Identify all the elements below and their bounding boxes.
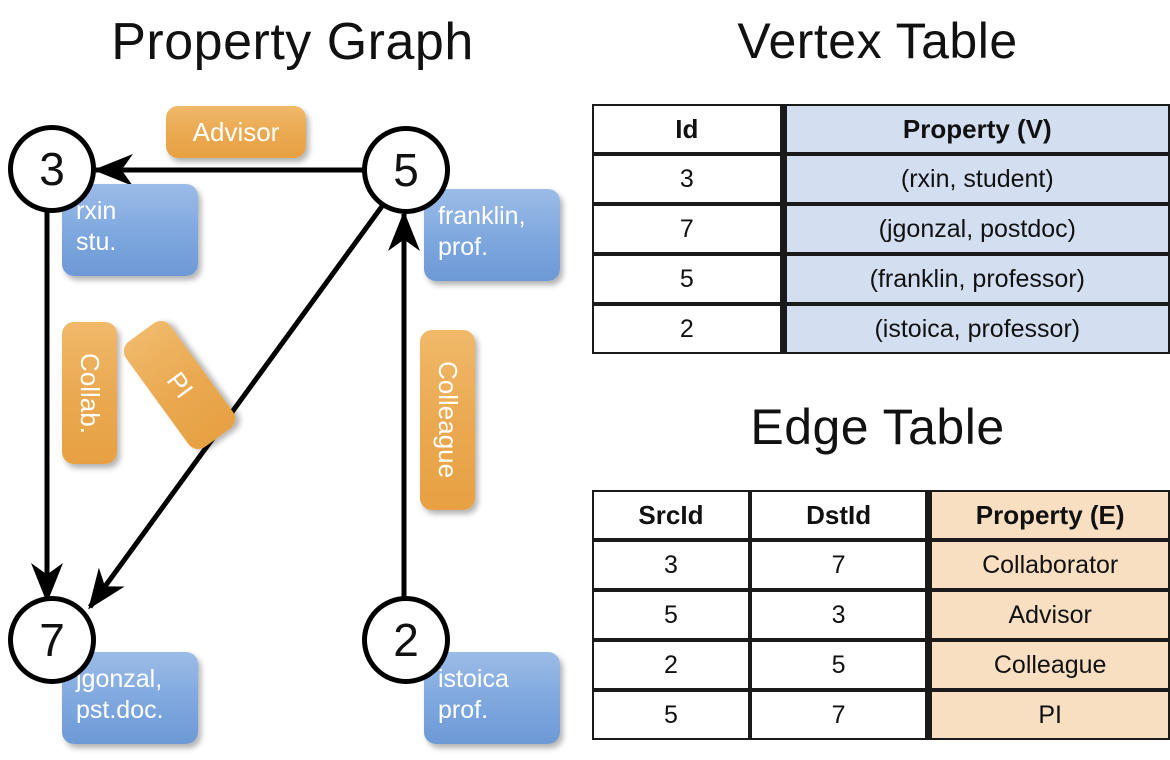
- edge-table-cell-dstid: 7: [749, 690, 928, 740]
- edge-label-collab: Collab.: [62, 322, 117, 464]
- edge-table-cell-srcid: 5: [592, 590, 750, 640]
- graph-node-3-label: 3: [39, 143, 65, 195]
- edge-table-cell-property: Colleague: [927, 640, 1170, 690]
- table-row: 3 7 Collaborator: [592, 540, 1170, 590]
- table-row: 3 (rxin, student): [592, 154, 1170, 204]
- vertex-table-cell-id: 7: [592, 204, 782, 254]
- edge-table-cell-property: PI: [927, 690, 1170, 740]
- vertex-table-cell-id: 5: [592, 254, 782, 304]
- edge-table-cell-srcid: 2: [592, 640, 750, 690]
- graph-node-3[interactable]: 3: [8, 125, 96, 213]
- edge-table-cell-dstid: 7: [749, 540, 928, 590]
- page-title-edge-table: Edge Table: [750, 399, 1005, 455]
- vertex-property-box-7-line2: pst.doc.: [76, 696, 164, 724]
- edge-table-cell-property: Collaborator: [927, 540, 1170, 590]
- vertex-table-cell-property: (istoica, professor): [781, 304, 1170, 354]
- edge-table: SrcId DstId Property (E) 3 7 Collaborato…: [592, 490, 1170, 740]
- edge-label-collab-text: Collab.: [75, 352, 105, 434]
- table-row: 7 (jgonzal, postdoc): [592, 204, 1170, 254]
- vertex-property-box-5-line2: prof.: [438, 233, 489, 261]
- edge-label-colleague: Colleague: [420, 330, 475, 510]
- vertex-property-box-3-line2: stu.: [76, 228, 117, 256]
- vertex-table-cell-property: (jgonzal, postdoc): [781, 204, 1170, 254]
- vertex-property-box-3: rxin stu.: [62, 184, 198, 276]
- property-graph-panel: Property Graph Advisor Collab. PI Collea…: [8, 13, 560, 744]
- edge-5-to-7: [87, 196, 391, 610]
- graph-node-5[interactable]: 5: [362, 126, 450, 214]
- page-title-vertex-table: Vertex Table: [737, 13, 1018, 69]
- vertex-table: Id Property (V) 3 (rxin, student) 7 (jgo…: [592, 104, 1170, 354]
- table-row: 5 (franklin, professor): [592, 254, 1170, 304]
- vertex-property-box-3-line1: rxin: [76, 197, 117, 225]
- edge-table-header-row: SrcId DstId Property (E): [592, 490, 1170, 540]
- edge-table-header-property: Property (E): [927, 490, 1170, 540]
- vertex-table-cell-id: 2: [592, 304, 782, 354]
- edge-label-advisor: Advisor: [166, 106, 306, 158]
- vertex-property-box-5: franklin, prof.: [424, 189, 560, 281]
- vertex-table-header-id: Id: [592, 104, 782, 154]
- edge-table-cell-srcid: 5: [592, 690, 750, 740]
- table-row: 5 7 PI: [592, 690, 1170, 740]
- table-row: 2 (istoica, professor): [592, 304, 1170, 354]
- edge-table-header-srcid: SrcId: [592, 490, 750, 540]
- vertex-property-box-7-line1: jgonzal,: [76, 665, 163, 693]
- edge-label-advisor-text: Advisor: [192, 116, 280, 147]
- page-title-property-graph: Property Graph: [111, 13, 474, 71]
- vertex-table-header-row: Id Property (V): [592, 104, 1170, 154]
- edge-label-pi-text: PI: [160, 365, 200, 404]
- edge-table-header-dstid: DstId: [749, 490, 928, 540]
- graph-edges-canvas: [31, 154, 420, 610]
- graph-node-5-label: 5: [393, 144, 419, 196]
- edge-table-cell-srcid: 3: [592, 540, 750, 590]
- vertex-table-header-property: Property (V): [781, 104, 1170, 154]
- graph-node-7[interactable]: 7: [8, 596, 96, 684]
- table-row: 2 5 Colleague: [592, 640, 1170, 690]
- edge-table-cell-property: Advisor: [927, 590, 1170, 640]
- vertex-property-box-2-line1: istoica: [438, 665, 509, 693]
- graph-node-2-label: 2: [393, 614, 419, 666]
- vertex-property-box-2-line2: prof.: [438, 696, 489, 724]
- vertex-property-box-2: istoica prof.: [424, 652, 560, 744]
- table-row: 5 3 Advisor: [592, 590, 1170, 640]
- vertex-table-cell-property: (franklin, professor): [781, 254, 1170, 304]
- graph-node-2[interactable]: 2: [362, 596, 450, 684]
- edge-table-cell-dstid: 5: [749, 640, 928, 690]
- edge-label-colleague-text: Colleague: [433, 361, 463, 479]
- vertex-table-cell-property: (rxin, student): [781, 154, 1170, 204]
- vertex-table-cell-id: 3: [592, 154, 782, 204]
- vertex-property-box-5-line1: franklin,: [438, 202, 526, 230]
- edge-table-cell-dstid: 3: [749, 590, 928, 640]
- graph-node-7-label: 7: [39, 614, 65, 666]
